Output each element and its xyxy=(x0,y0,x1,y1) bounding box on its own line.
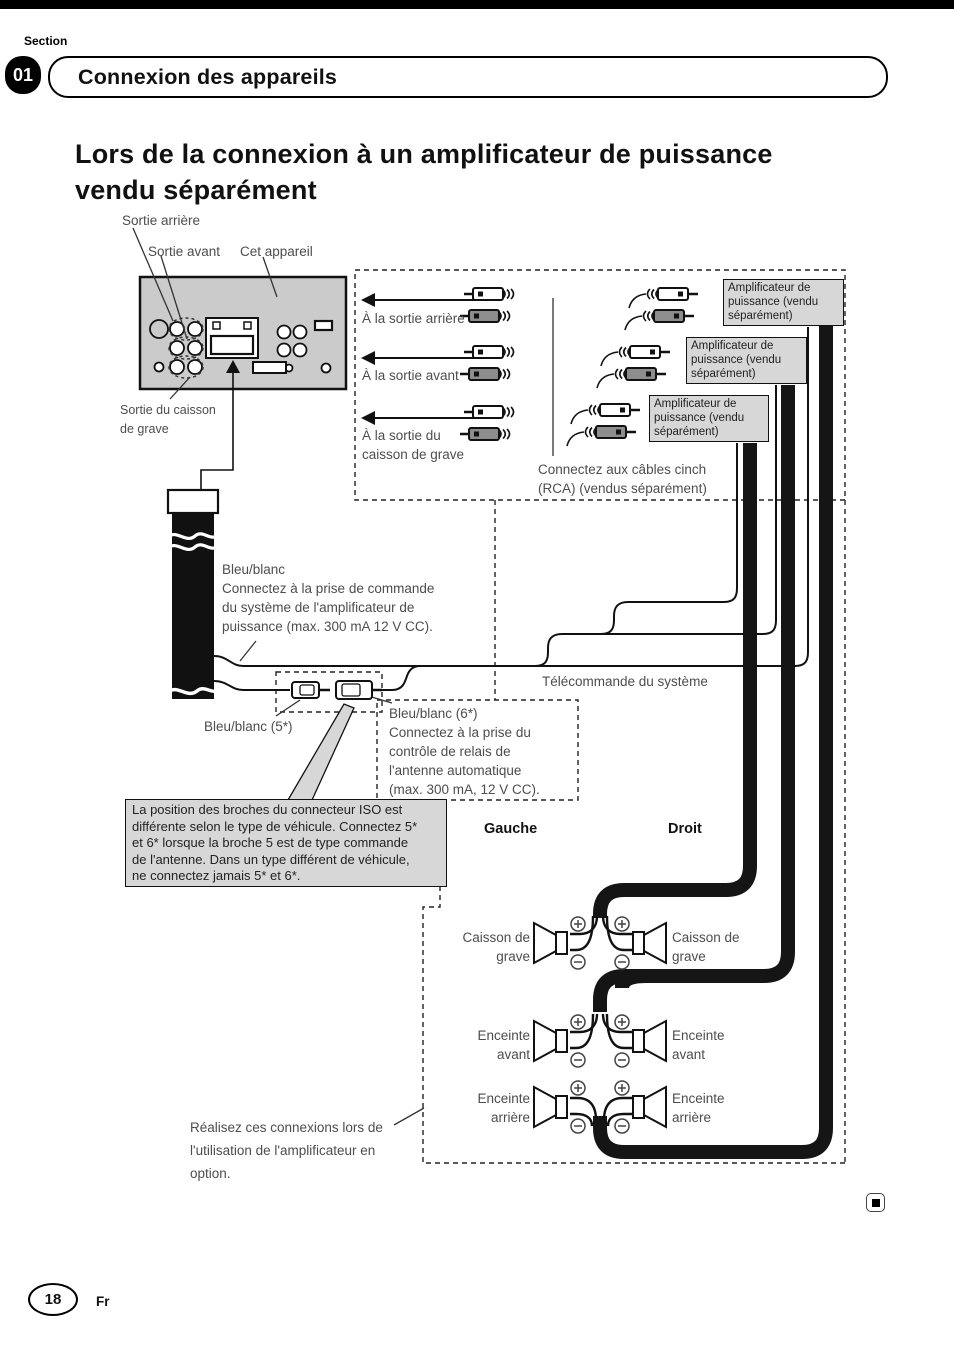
language-label: Fr xyxy=(96,1294,110,1309)
rca-plugs-left xyxy=(460,287,515,441)
label-front-speaker-right: Enceinte avant xyxy=(672,1028,725,1062)
column-header-right: Droit xyxy=(668,821,702,837)
remote-wire-amp2 xyxy=(213,385,777,667)
chapter-title: Connexion des appareils xyxy=(78,64,338,89)
jack-icon xyxy=(276,342,292,358)
label-lead5: Bleu/blanc (5*) xyxy=(204,719,293,734)
column-header-left: Gauche xyxy=(484,821,538,837)
speaker-icon xyxy=(533,1085,557,1129)
rca-jack-icon xyxy=(187,321,203,337)
jack-icon xyxy=(276,324,292,340)
label-rear-speaker-right: Enceinte arrière xyxy=(672,1091,725,1125)
terminal-icons xyxy=(570,1014,630,1068)
terminal-icons xyxy=(570,1080,630,1134)
harness-housing-icon xyxy=(166,488,220,515)
label-cinch-cables: Connectez aux câbles cinch (RCA) (vendus… xyxy=(538,462,707,496)
amplifier-box-1: Amplificateur de puissance (vendu séparé… xyxy=(723,279,844,326)
page-number: 18 xyxy=(44,1291,62,1308)
section-number-badge: 01 xyxy=(5,56,41,94)
label-to-front-output: À la sortie avant xyxy=(362,368,459,383)
speaker-cables xyxy=(593,325,833,1159)
rca-jack-icon xyxy=(169,359,185,375)
label-sub-output: Sortie du caisson de grave xyxy=(120,403,216,436)
cable-amp2-front xyxy=(593,385,795,1012)
rca-jack-icon xyxy=(187,359,203,375)
sub-output-highlight xyxy=(168,355,204,379)
chapter-title-banner: Connexion des appareils xyxy=(48,56,888,98)
left-arrow-icon xyxy=(361,351,375,365)
label-rear-output: Sortie arrière xyxy=(122,213,201,228)
speaker-icon xyxy=(643,921,667,965)
lead6-dashed-box xyxy=(376,699,579,801)
page-heading: Lors de la connexion à un amplificateur … xyxy=(75,139,773,205)
iso-connector-note: La position des broches du connecteur IS… xyxy=(125,799,447,887)
speaker-icon xyxy=(533,1019,557,1063)
slot-icon xyxy=(252,361,287,374)
jack-icon xyxy=(292,342,308,358)
left-arrow-icon xyxy=(361,293,375,307)
front-speaker-row xyxy=(533,1013,667,1068)
small-jack-icon xyxy=(320,362,332,374)
rear-output-highlight xyxy=(168,317,204,341)
cable-amp1-rear xyxy=(593,325,833,1159)
section-number: 01 xyxy=(12,64,34,85)
rear-speaker-row xyxy=(533,1080,667,1134)
page-top-rule xyxy=(0,0,954,9)
terminal-icons xyxy=(570,916,630,970)
label-subwoofer-left: Caisson de grave xyxy=(462,930,530,964)
label-subwoofer-right: Caisson de grave xyxy=(672,930,740,964)
wiring-trunk xyxy=(172,513,214,699)
left-arrow-icon xyxy=(361,411,375,425)
amplifier-box-3: Amplificateur de puissance (vendu séparé… xyxy=(649,395,769,442)
label-front-output: Sortie avant xyxy=(148,244,221,259)
label-to-rear-output: À la sortie arrière xyxy=(362,311,465,326)
label-system-remote: Télécommande du système xyxy=(542,674,708,689)
rca-jack-icon xyxy=(187,340,203,356)
label-this-unit: Cet appareil xyxy=(240,244,313,259)
rca-dashed-box xyxy=(354,269,846,501)
section-label: Section xyxy=(24,34,68,48)
speaker-icon xyxy=(643,1019,667,1063)
connector-dashed-box xyxy=(275,671,383,713)
antenna-jack-icon xyxy=(149,319,169,339)
head-unit xyxy=(138,275,348,391)
remote-wire-amp3 xyxy=(600,443,738,635)
label-to-sub-output: À la sortie du caisson de grave xyxy=(362,428,465,462)
label-rear-speaker-left: Enceinte arrière xyxy=(477,1091,530,1125)
speaker-icon xyxy=(643,1085,667,1129)
slot-icon xyxy=(313,319,334,332)
bottom-note: Réalisez ces connexions lors de l'utilis… xyxy=(190,1120,383,1181)
label-lead6: Bleu/blanc (6*) Connectez à la prise du … xyxy=(389,706,540,797)
iso-connector-icon xyxy=(205,317,259,359)
up-arrow-icon xyxy=(226,360,240,373)
cable-amp3-sub xyxy=(593,443,757,918)
dashed-frames xyxy=(275,269,846,1164)
jack-icon xyxy=(292,324,308,340)
rca-jack-icon xyxy=(169,340,185,356)
subwoofer-row xyxy=(533,915,667,970)
label-front-speaker-left: Enceinte avant xyxy=(477,1028,530,1062)
speaker-icon xyxy=(533,921,557,965)
rca-plugs-right xyxy=(565,287,698,448)
rca-arrows xyxy=(361,293,480,425)
label-bluewhite-lead: Bleu/blanc Connectez à la prise de comma… xyxy=(222,562,435,634)
lead-connectors xyxy=(291,680,382,700)
remote-wire-amp1 xyxy=(213,327,809,691)
section-end-icon xyxy=(866,1193,885,1212)
small-jack-icon xyxy=(153,361,165,373)
iso-cable xyxy=(166,360,240,699)
page-number-badge: 18 xyxy=(28,1283,78,1316)
system-remote-wires xyxy=(213,327,809,691)
amplifier-box-2: Amplificateur de puissance (vendu séparé… xyxy=(686,337,807,384)
note-pointer xyxy=(286,703,355,801)
